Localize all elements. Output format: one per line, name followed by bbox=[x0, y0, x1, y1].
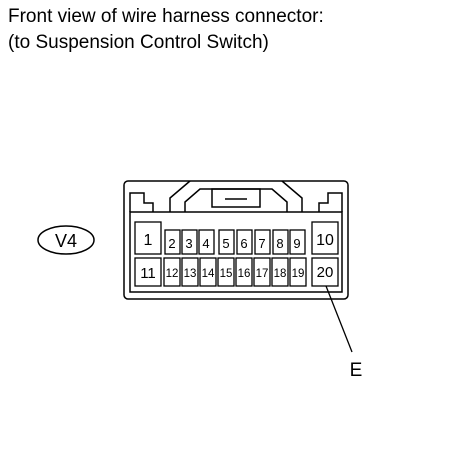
pin-cavity-15 bbox=[217, 257, 235, 287]
title-line-1: Front view of wire harness connector: bbox=[8, 6, 324, 27]
pin-callout: E bbox=[325, 285, 363, 381]
pin-label-1: 1 bbox=[144, 232, 153, 249]
pin-label-3: 3 bbox=[185, 236, 192, 251]
pin-label-8: 8 bbox=[276, 236, 283, 251]
pin-label-19: 19 bbox=[292, 268, 305, 280]
pin-cavity-1 bbox=[134, 221, 162, 255]
pin-cavity-4 bbox=[198, 229, 215, 255]
pin-cavity-19 bbox=[289, 257, 307, 287]
housing-outer-outline bbox=[123, 180, 349, 300]
housing-inner-frame bbox=[129, 211, 343, 293]
connector-code-label: V4 bbox=[55, 231, 77, 251]
pin-cavity-16 bbox=[235, 257, 253, 287]
pin-label-7: 7 bbox=[258, 236, 265, 251]
pin-cavity-6 bbox=[236, 229, 253, 255]
pin-label-14: 14 bbox=[202, 268, 215, 280]
lock-tab-right-outer bbox=[281, 180, 303, 212]
title-line-2: (to Suspension Control Switch) bbox=[8, 32, 269, 53]
pin-cavity-9 bbox=[289, 229, 306, 255]
pin-label-5: 5 bbox=[222, 236, 229, 251]
pin-cavity-14 bbox=[199, 257, 217, 287]
diagram-title: Front view of wire harness connector: (t… bbox=[8, 4, 324, 56]
pin-cavity-8 bbox=[272, 229, 289, 255]
pin-cavity-11 bbox=[134, 257, 162, 287]
pin-cavity-17 bbox=[253, 257, 271, 287]
connector-code-ellipse bbox=[37, 225, 95, 255]
pin-label-6: 6 bbox=[240, 236, 247, 251]
callout-leader-line bbox=[325, 285, 353, 353]
pin-label-18: 18 bbox=[274, 268, 287, 280]
pin-cavity-2 bbox=[164, 229, 181, 255]
connector-housing bbox=[123, 180, 349, 300]
pin-label-2: 2 bbox=[168, 236, 175, 251]
pin-label-9: 9 bbox=[293, 236, 300, 251]
pin-cavity-20 bbox=[311, 257, 339, 287]
lock-tab-left-outer bbox=[169, 180, 191, 212]
connector-code-badge: V4 bbox=[37, 225, 95, 255]
pin-label-12: 12 bbox=[166, 268, 179, 280]
pin-cavity-18 bbox=[271, 257, 289, 287]
pin-labels: 1 2 3 4 5 6 7 8 9 10 11 12 13 14 15 16 1… bbox=[140, 232, 334, 282]
pin-label-16: 16 bbox=[238, 268, 251, 280]
callout-label: E bbox=[350, 360, 363, 381]
housing-left-notch bbox=[129, 192, 154, 212]
pin-cavity-10 bbox=[311, 221, 339, 255]
pin-label-20: 20 bbox=[317, 264, 334, 281]
pin-label-4: 4 bbox=[202, 236, 209, 251]
lock-tab-inner bbox=[184, 188, 288, 212]
pin-cavity-3 bbox=[181, 229, 198, 255]
pin-label-13: 13 bbox=[184, 268, 197, 280]
pin-label-15: 15 bbox=[220, 268, 233, 280]
pin-cavity-13 bbox=[181, 257, 199, 287]
housing-right-notch bbox=[318, 192, 343, 212]
pin-grid bbox=[134, 221, 339, 287]
pin-cavity-12 bbox=[163, 257, 181, 287]
lock-tab-window bbox=[211, 188, 261, 208]
pin-cavity-7 bbox=[254, 229, 271, 255]
pin-cavity-5 bbox=[218, 229, 235, 255]
pin-label-11: 11 bbox=[140, 265, 156, 282]
pin-label-10: 10 bbox=[316, 232, 334, 249]
pin-label-17: 17 bbox=[256, 268, 269, 280]
